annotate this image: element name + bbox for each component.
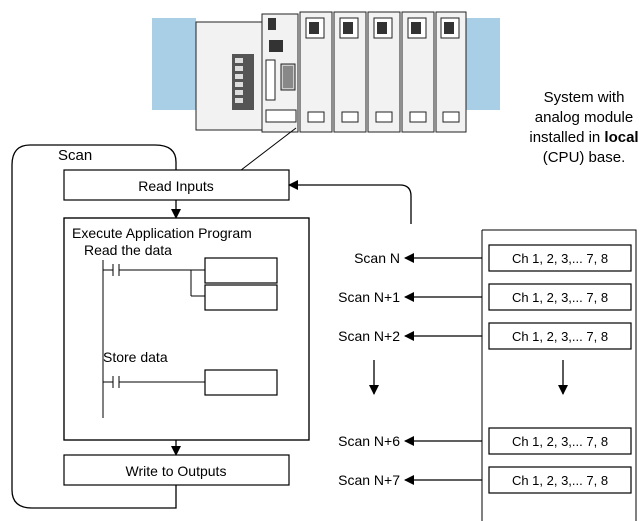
read-instruction-box-2 bbox=[204, 284, 278, 311]
plc-rack-illustration bbox=[152, 11, 500, 133]
system-note-line2: analog module bbox=[535, 109, 633, 126]
write-outputs-box bbox=[63, 454, 290, 486]
scan-row-label: Scan N+7 bbox=[338, 472, 400, 488]
scan-row-label: Scan N+1 bbox=[338, 289, 400, 305]
execute-frame bbox=[63, 217, 310, 441]
read-inputs-label: Read Inputs bbox=[138, 178, 214, 194]
store-data-label: Store data bbox=[103, 349, 168, 365]
channel-box-label: Ch 1, 2, 3,... 7, 8 bbox=[512, 251, 608, 266]
terminal-screws bbox=[235, 58, 243, 103]
scan-loop-line bbox=[11, 144, 177, 509]
rack-shadow-left bbox=[152, 18, 196, 110]
channel-list-frame bbox=[482, 229, 637, 521]
read-data-label: Read the data bbox=[84, 242, 172, 258]
system-note-line1: System with bbox=[544, 89, 625, 106]
scan-row-label: Scan N+6 bbox=[338, 433, 400, 449]
write-outputs-label: Write to Outputs bbox=[126, 463, 227, 479]
channel-box-label: Ch 1, 2, 3,... 7, 8 bbox=[512, 329, 608, 344]
channel-box-label: Ch 1, 2, 3,... 7, 8 bbox=[512, 290, 608, 305]
read-inputs-box bbox=[63, 169, 290, 201]
scan-label: Scan bbox=[58, 147, 92, 164]
io-modules bbox=[299, 11, 467, 133]
system-note-line3: installed in local bbox=[529, 129, 638, 146]
channel-box bbox=[488, 466, 632, 494]
return-to-read-inputs-arrow bbox=[288, 180, 412, 224]
scan-row-label: Scan N+2 bbox=[338, 328, 400, 344]
channel-box-label: Ch 1, 2, 3,... 7, 8 bbox=[512, 473, 608, 488]
store-instruction-box bbox=[204, 369, 278, 396]
rack-shadow-right bbox=[462, 18, 500, 110]
read-instruction-box-1 bbox=[204, 257, 278, 284]
channel-box-label: Ch 1, 2, 3,... 7, 8 bbox=[512, 434, 608, 449]
execute-program-box bbox=[63, 217, 310, 441]
channel-box bbox=[488, 322, 632, 350]
scan-row-label: Scan N bbox=[354, 250, 400, 266]
channel-box bbox=[488, 244, 632, 272]
system-note-line4: (CPU) base. bbox=[543, 149, 626, 166]
ladder-rung-read bbox=[102, 257, 278, 418]
channel-box bbox=[488, 427, 632, 455]
execute-program-title: Execute Application Program bbox=[72, 225, 252, 241]
channel-box bbox=[488, 283, 632, 311]
